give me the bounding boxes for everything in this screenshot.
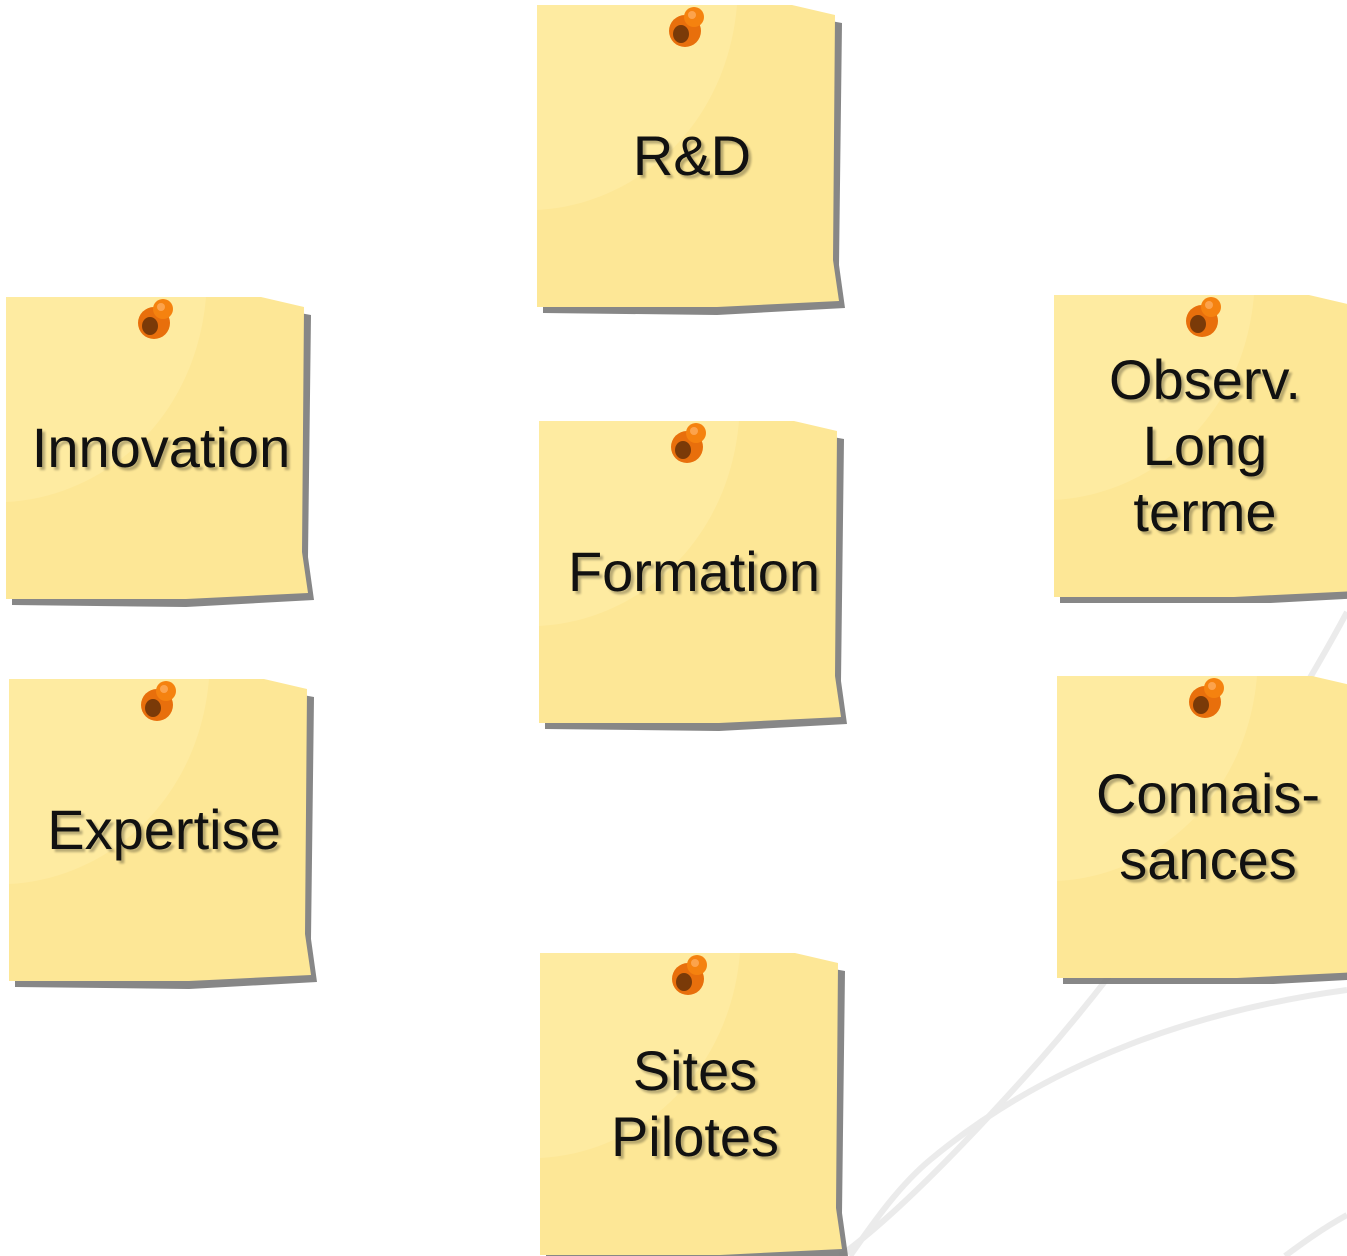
note-text-line: Formation bbox=[567, 540, 821, 603]
note-text-line: Observ. bbox=[1109, 348, 1301, 411]
note-paper bbox=[1054, 295, 1347, 603]
pushpin-icon bbox=[141, 681, 176, 721]
pushpin-icon bbox=[138, 299, 173, 339]
pushpin-icon bbox=[671, 423, 706, 463]
sticky-note-expertise: Expertise bbox=[9, 679, 319, 989]
note-label: Connais-sances bbox=[1057, 676, 1347, 978]
pushpin-icon bbox=[672, 955, 707, 995]
note-text-line: Innovation bbox=[31, 416, 291, 479]
note-text-line: sances bbox=[1119, 828, 1297, 891]
note-text-line: terme bbox=[1133, 480, 1277, 543]
pushpin-icon bbox=[1189, 678, 1224, 718]
note-paper bbox=[540, 953, 848, 1256]
note-paper bbox=[9, 679, 317, 989]
note-label: Innovation bbox=[6, 297, 316, 599]
sticky-note-connaissances: Connais-sances bbox=[1057, 676, 1347, 984]
note-label: Expertise bbox=[9, 679, 319, 981]
note-label: R&D bbox=[537, 5, 847, 307]
note-text-line: R&D bbox=[632, 124, 752, 187]
sticky-note-formation: Formation bbox=[539, 421, 849, 731]
pushpin-icon bbox=[1186, 297, 1221, 337]
note-text-line: Pilotes bbox=[610, 1105, 780, 1168]
note-paper bbox=[539, 421, 847, 731]
note-paper bbox=[537, 5, 845, 315]
note-paper bbox=[6, 297, 314, 607]
note-label: Formation bbox=[539, 421, 849, 723]
pushpin-icon bbox=[669, 7, 704, 47]
sticky-note-rd: R&D bbox=[537, 5, 847, 315]
note-paper bbox=[1057, 676, 1347, 984]
note-text-line: Sites bbox=[632, 1039, 758, 1102]
note-text-line: Expertise bbox=[47, 798, 281, 861]
note-text-line: Long bbox=[1142, 414, 1268, 477]
sticky-note-innovation: Innovation bbox=[6, 297, 316, 607]
note-text-line: Connais- bbox=[1095, 762, 1321, 825]
